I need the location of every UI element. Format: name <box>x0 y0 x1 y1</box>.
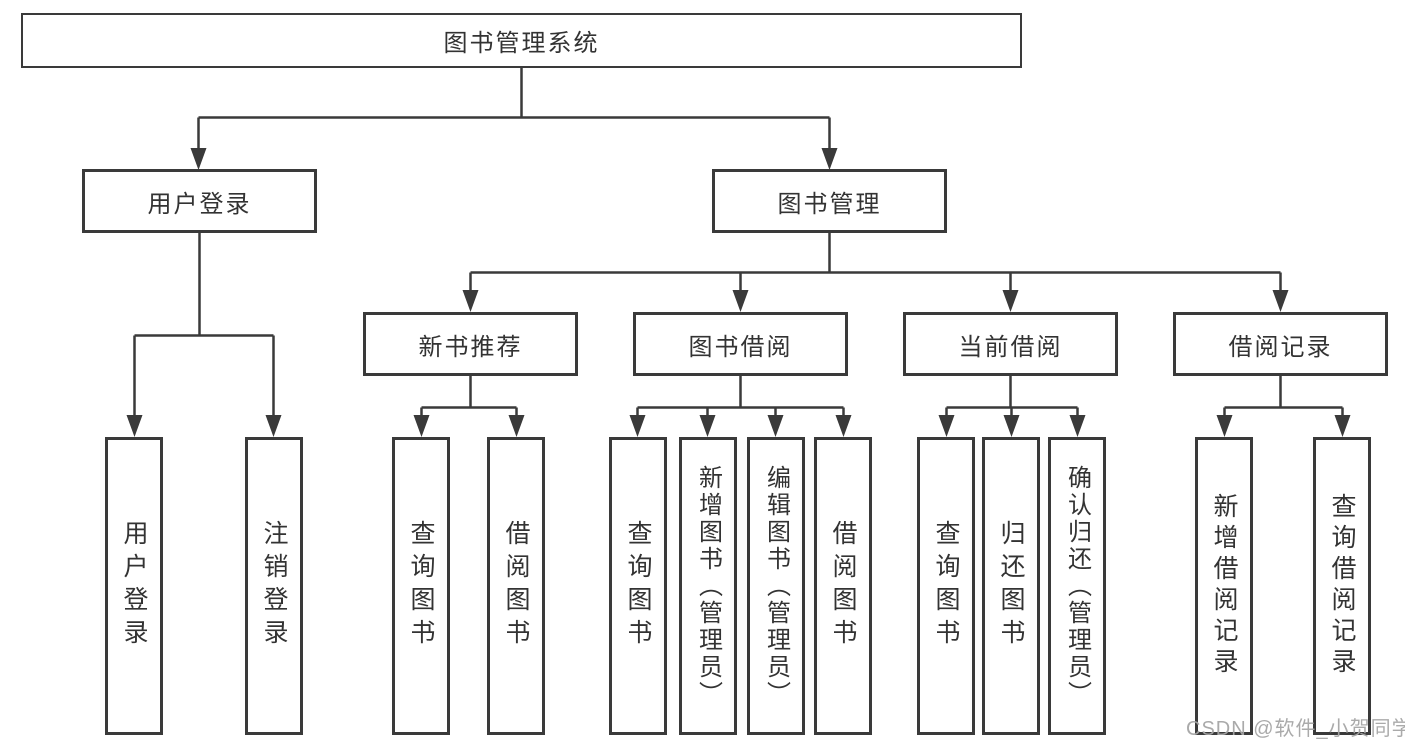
arrowhead-down-icon <box>835 415 852 437</box>
arrowhead-down-icon <box>1334 415 1351 437</box>
node-library-management-system: 图书管理系统 <box>21 13 1022 68</box>
leaf-nbr-query-books: 查询图书 <box>392 437 450 735</box>
node-label: 用户登录 <box>120 520 148 652</box>
arrowhead-down-icon <box>413 415 430 437</box>
arrowhead-down-icon <box>1003 415 1020 437</box>
node-label: 当前借阅 <box>958 333 1063 361</box>
node-label: 注销登录 <box>260 520 288 652</box>
node-book-borrowing: 图书借阅 <box>633 312 848 376</box>
node-label: 借阅图书 <box>502 520 530 652</box>
edge-current-borrow-to-leaves <box>945 376 1079 417</box>
node-borrowing-records: 借阅记录 <box>1173 312 1388 376</box>
edge-user-login-to-leaves <box>133 233 275 417</box>
node-label: 借阅记录 <box>1228 333 1333 361</box>
edge-book-borrow-to-leaves <box>636 376 845 417</box>
leaf-cb-return-books: 归还图书 <box>982 437 1040 735</box>
node-label: 新书推荐 <box>418 333 523 361</box>
node-label: 查询图书 <box>932 520 960 652</box>
node-label: 借阅图书 <box>829 520 857 652</box>
leaf-br-add-borrow-record: 新增借阅记录 <box>1195 437 1253 735</box>
node-label: 新增借阅记录 <box>1210 493 1238 679</box>
edge-root-to-children <box>197 68 831 150</box>
node-current-borrowing: 当前借阅 <box>903 312 1118 376</box>
arrowhead-down-icon <box>1216 415 1233 437</box>
arrowhead-down-icon <box>767 415 784 437</box>
watermark: CSDN @软件_小贺同学 <box>1186 718 1405 740</box>
leaf-bb-borrow-books: 借阅图书 <box>814 437 872 735</box>
leaf-logout-login: 注销登录 <box>245 437 303 735</box>
leaf-br-query-borrow-record: 查询借阅记录 <box>1313 437 1371 735</box>
node-label: 编辑图书（管理员） <box>762 464 790 708</box>
arrowhead-down-icon <box>508 415 525 437</box>
node-user-login: 用户登录 <box>82 169 317 233</box>
node-label: 查询图书 <box>407 520 435 652</box>
arrowhead-down-icon <box>629 415 646 437</box>
arrowhead-down-icon <box>1002 290 1019 312</box>
leaf-nbr-borrow-books: 借阅图书 <box>487 437 545 735</box>
leaf-cb-query-books: 查询图书 <box>917 437 975 735</box>
leaf-user-login: 用户登录 <box>105 437 163 735</box>
arrowhead-down-icon <box>732 290 749 312</box>
node-label: 确认归还（管理员） <box>1063 464 1091 708</box>
node-label: 图书管理 <box>777 190 882 218</box>
node-label: 查询借阅记录 <box>1328 493 1356 679</box>
arrowhead-down-icon <box>190 148 207 170</box>
arrowhead-down-icon <box>699 415 716 437</box>
node-label: 归还图书 <box>997 520 1025 652</box>
node-new-book-recommendation: 新书推荐 <box>363 312 578 376</box>
arrowhead-down-icon <box>938 415 955 437</box>
node-label: 用户登录 <box>147 190 252 218</box>
leaf-cb-confirm-return-admin: 确认归还（管理员） <box>1048 437 1106 735</box>
arrowhead-down-icon <box>462 290 479 312</box>
leaf-bb-edit-books-admin: 编辑图书（管理员） <box>747 437 805 735</box>
arrowhead-down-icon <box>821 148 838 170</box>
arrowhead-down-icon <box>126 415 143 437</box>
edge-new-book-recommend-to-leaves <box>420 376 518 417</box>
arrowheads <box>126 148 1351 437</box>
edge-book-management-to-children <box>469 233 1282 292</box>
node-label: 查询图书 <box>624 520 652 652</box>
node-label: 图书借阅 <box>688 333 793 361</box>
node-book-management: 图书管理 <box>712 169 947 233</box>
node-label: 新增图书（管理员） <box>694 464 722 708</box>
arrowhead-down-icon <box>1069 415 1086 437</box>
arrowhead-down-icon <box>265 415 282 437</box>
leaf-bb-add-books-admin: 新增图书（管理员） <box>679 437 737 735</box>
leaf-bb-query-books: 查询图书 <box>609 437 667 735</box>
edge-borrow-records-to-leaves <box>1223 376 1344 417</box>
node-label: 图书管理系统 <box>443 30 600 57</box>
arrowhead-down-icon <box>1272 290 1289 312</box>
